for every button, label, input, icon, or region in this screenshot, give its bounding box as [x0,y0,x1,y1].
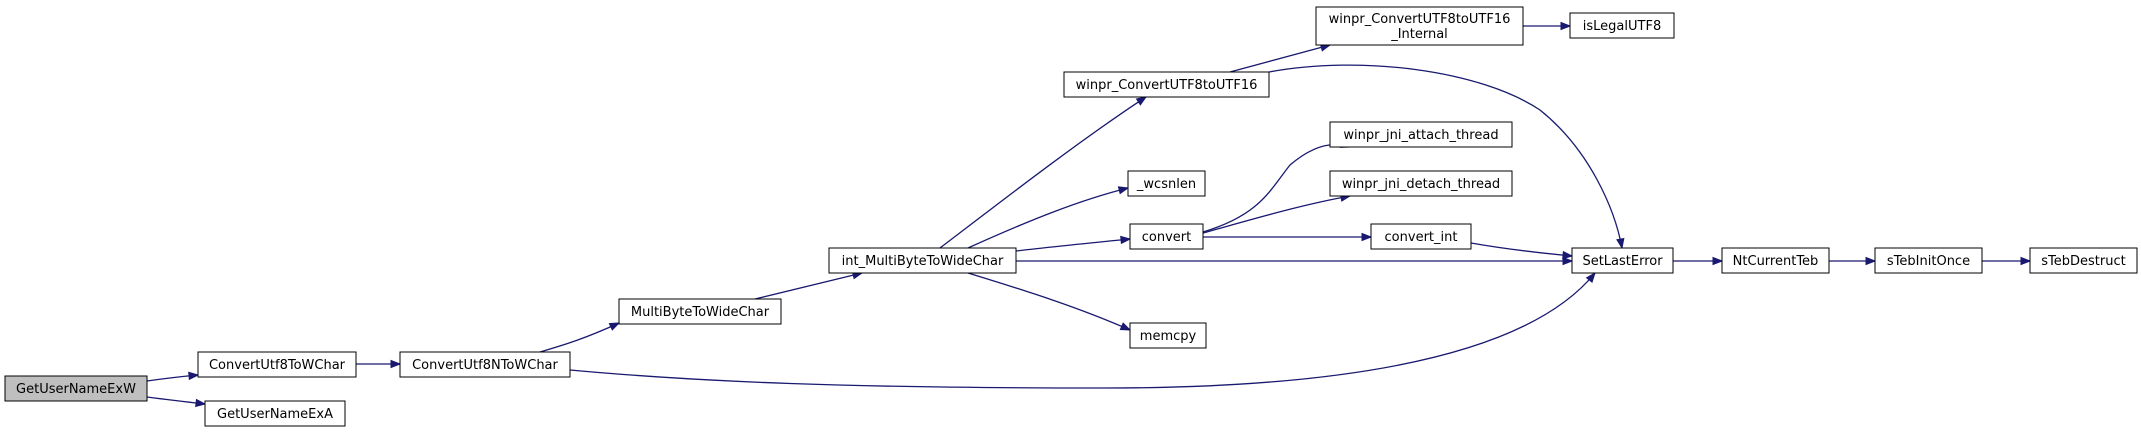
node-label: int_MultiByteToWideChar [842,254,1004,269]
node-box [1063,71,1270,98]
node-label: sTebDestruct [2041,254,2125,269]
node-box [204,400,346,427]
node-box [1370,223,1472,250]
nodes-layer: GetUserNameExW ConvertUtf8ToWCharGetUserN… [4,6,2138,427]
node-box [1329,170,1513,197]
node-winpr_ConvertUTF8toUTF16[interactable]: winpr_ConvertUTF8toUTF16 [1063,71,1270,98]
node-winpr_jni_attach_thread[interactable]: winpr_jni_attach_thread [1329,121,1513,148]
node-label: isLegalUTF8 [1583,19,1661,34]
node-label: memcpy [1140,329,1197,344]
node-isLegalUTF8[interactable]: isLegalUTF8 [1569,12,1675,39]
node-box [1329,121,1513,148]
node-convert[interactable]: convert [1129,223,1204,250]
edge-int_MultiByteToWideChar-to-winpr_ConvertUTF8toUTF16 [939,96,1148,249]
edge-winpr_ConvertUTF8toUTF16-to-winpr_ConvertUTF8toUTF16_Internal [1229,43,1332,73]
node-box [197,351,357,378]
node-box [1571,247,1674,274]
edge-winpr_ConvertUTF8toUTF16_Internal-to-isLegalUTF8 [1523,21,1572,31]
node-box [2029,247,2138,274]
node-label: _Internal [1390,27,1448,42]
edge-MultiByteToWideChar-to-int_MultiByteToWideChar [754,271,864,300]
node-box [4,375,148,402]
node-box [618,298,782,325]
edge-convert_int-to-SetLastError [1470,242,1574,260]
node-box [399,351,571,378]
node-int_MultiByteToWideChar[interactable]: int_MultiByteToWideChar [828,247,1017,274]
edge-int_MultiByteToWideChar-to-SetLastError [1016,256,1574,266]
edge-sTebInitOnce-to-sTebDestruct [1982,256,2032,266]
edge-int_MultiByteToWideChar-to-convert [1015,235,1132,252]
node-box [1874,247,1983,274]
edge-SetLastError-to-NtCurrentTeb [1673,256,1724,266]
node-box [1569,12,1675,39]
node-box [828,247,1017,274]
node-label: GetUserNameExA [217,407,333,422]
node-box [1315,6,1524,46]
node-label: ConvertUtf8NToWChar [412,358,558,373]
edge-convert-to-winpr_jni_detach_thread [1202,193,1352,234]
edge-ConvertUtf8NToWChar-to-MultiByteToWideChar [539,322,621,353]
node-winpr_jni_detach_thread[interactable]: winpr_jni_detach_thread [1329,170,1513,197]
node-label: convert_int [1385,230,1458,245]
node-label: ConvertUtf8ToWChar [209,358,346,373]
node-box [1129,223,1204,250]
edge-int_MultiByteToWideChar-to-_wcsnlen [967,186,1130,249]
node-ConvertUtf8NToWChar[interactable]: ConvertUtf8NToWChar [399,351,571,378]
node-NtCurrentTeb[interactable]: NtCurrentTeb [1721,247,1830,274]
edge-convert-to-convert_int [1203,232,1373,242]
edge-GetUserNameExW-to-GetUserNameExA [146,396,207,408]
node-GetUserNameExW[interactable]: GetUserNameExW [4,375,148,402]
node-GetUserNameExA[interactable]: GetUserNameExA [204,400,346,427]
node-convert_int[interactable]: convert_int [1370,223,1472,250]
node-winpr_ConvertUTF8toUTF16_Internal[interactable]: winpr_ConvertUTF8toUTF16_Internal [1315,6,1524,46]
edges-layer [146,21,2032,408]
node-sTebDestruct[interactable]: sTebDestruct [2029,247,2138,274]
edge-winpr_ConvertUTF8toUTF16-to-SetLastError [1268,64,1625,250]
node-SetLastError[interactable]: SetLastError [1571,247,1674,274]
node-label: SetLastError [1582,254,1663,269]
node-label: winpr_ConvertUTF8toUTF16 [1329,12,1511,27]
node-label: _wcsnlen [1136,177,1196,192]
edge-ConvertUtf8ToWChar-to-ConvertUtf8NToWChar [356,359,402,369]
node-label: winpr_jni_detach_thread [1342,177,1500,192]
node-_wcsnlen[interactable]: _wcsnlen [1127,170,1206,197]
node-label: winpr_ConvertUTF8toUTF16 [1076,78,1258,93]
node-box [1721,247,1830,274]
edge-int_MultiByteToWideChar-to-memcpy [967,272,1132,331]
node-ConvertUtf8ToWChar[interactable]: ConvertUtf8ToWChar [197,351,357,378]
node-label: convert [1142,230,1191,245]
node-label: winpr_jni_attach_thread [1343,128,1498,143]
edge-convert-to-winpr_jni_attach_thread [1202,139,1352,233]
node-box [1129,322,1207,349]
node-memcpy[interactable]: memcpy [1129,322,1207,349]
node-box [1127,170,1206,197]
node-label: NtCurrentTeb [1733,254,1819,269]
edge-ConvertUtf8NToWChar-to-SetLastError [569,271,1596,389]
node-sTebInitOnce[interactable]: sTebInitOnce [1874,247,1983,274]
node-label: GetUserNameExW [16,382,136,397]
node-MultiByteToWideChar[interactable]: MultiByteToWideChar [618,298,782,325]
node-label: MultiByteToWideChar [631,305,770,320]
edge-NtCurrentTeb-to-sTebInitOnce [1829,256,1877,266]
edge-GetUserNameExW-to-ConvertUtf8ToWChar [146,371,200,382]
node-label: sTebInitOnce [1887,254,1970,269]
